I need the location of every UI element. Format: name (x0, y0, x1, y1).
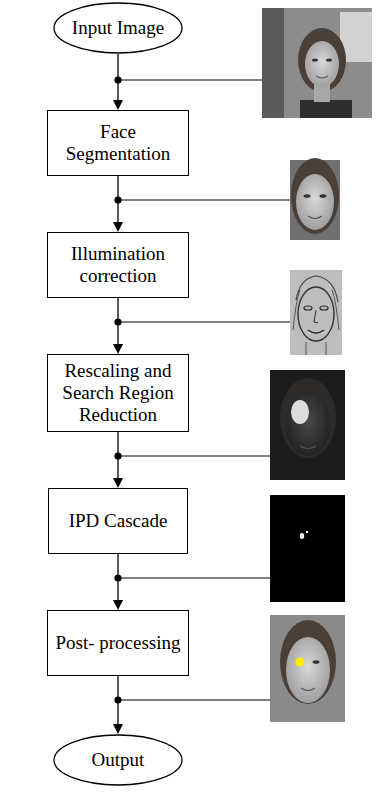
node-label: IPD Cascade (63, 510, 174, 532)
node-label: Input Image (66, 17, 170, 39)
detected-eye-image (270, 615, 345, 722)
flow-arrow (113, 432, 123, 488)
terminal-ellipse: Input Image (53, 2, 183, 54)
flow-arrow (113, 54, 123, 110)
process-box: Illumination correction (47, 232, 189, 298)
node-label: Rescaling and Search Region Reduction (48, 360, 188, 426)
illumination-corrected-face (290, 270, 342, 355)
segmented-face (290, 158, 340, 240)
node-label: Face Segmentation (48, 121, 188, 165)
flow-arrow (113, 676, 123, 734)
node-label: Illumination correction (48, 243, 188, 287)
flow-arrow (113, 176, 123, 232)
search-region-image (270, 370, 345, 480)
flow-arrow (113, 298, 123, 354)
cascade-output-image (270, 495, 345, 602)
node-label: Post- processing (49, 632, 186, 654)
input-photo (262, 8, 372, 118)
terminal-ellipse: Output (53, 734, 183, 786)
process-box: IPD Cascade (48, 488, 188, 554)
flow-arrow (113, 554, 123, 610)
process-box: Post- processing (47, 610, 188, 676)
node-label: Output (86, 749, 151, 771)
process-box: Rescaling and Search Region Reduction (47, 354, 189, 432)
process-box: Face Segmentation (47, 110, 189, 176)
